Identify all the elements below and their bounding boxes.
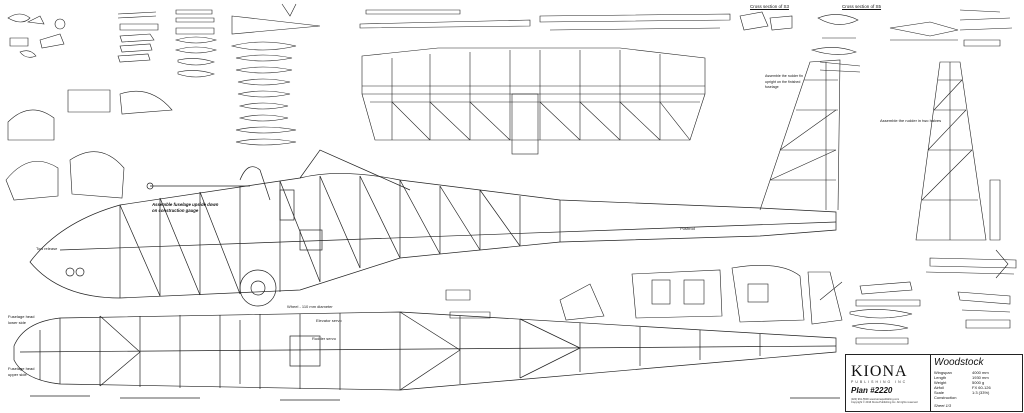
assemble-rudder-upright-note: Assemble the rudder fin upright on the f…	[765, 74, 803, 89]
fuselage-top-view	[13, 311, 840, 401]
assemble-rudder-note: Assemble the rudder in two halves	[880, 118, 942, 123]
rib-set-1	[117, 11, 159, 63]
cross-section-s5-title: Cross section of S5	[842, 4, 882, 9]
tow-release-label: Tow release	[36, 246, 58, 251]
rudder-frame	[915, 61, 987, 241]
spec-value: FX 60-126	[972, 385, 991, 390]
wheel-label: Wheel - 110 mm diameter	[287, 304, 333, 309]
elevator-servo-label: Elevator servo	[316, 318, 342, 323]
publisher-logo: KIONA	[851, 363, 908, 380]
small-parts-top-left	[7, 13, 66, 58]
center-wing-frame	[359, 9, 731, 155]
spec-value: 1:3 (33%)	[972, 390, 990, 395]
fuselage-head-upper-label: Fuselage head upper side	[8, 366, 35, 377]
spec-label: Airfoil	[934, 385, 945, 390]
wing-panel-part	[231, 15, 321, 35]
spec-label: Wingspan	[934, 370, 952, 375]
cross-sections	[739, 9, 1013, 73]
template-2	[5, 161, 59, 201]
publisher-contact: (320) 961-5500 www.kionapublishing.com C…	[851, 398, 918, 404]
title-block: KIONA PUBLISHING INC Plan #2220 (320) 96…	[845, 354, 1023, 412]
spec-row: Construction	[934, 395, 1018, 400]
spec-row: Wingspan 4000 mm	[934, 370, 1018, 375]
spec-value: 5000 g	[972, 380, 985, 385]
spec-block: Woodstock Wingspan 4000 mm Length 1930 mm …	[930, 355, 1022, 411]
publisher-sub: PUBLISHING INC	[851, 380, 908, 384]
assemble-fuselage-note: Assemble fuselage upside down on constru…	[152, 202, 219, 213]
spec-label: Construction	[934, 395, 957, 400]
plan-number: Plan #2220	[851, 386, 893, 395]
fin-frame	[759, 59, 841, 211]
spec-table: Wingspan 4000 mm Length 1930 mm Weight 5000…	[934, 370, 1018, 400]
fuselage-head-lower-label: Fuselage head lower side	[8, 314, 35, 325]
rib-set-2	[174, 9, 218, 78]
spec-label: Weight	[934, 380, 947, 385]
spec-row: Weight 5000 g	[934, 380, 1018, 385]
spec-label: Scale	[934, 390, 945, 395]
sheet-number: Sheet 1/3	[934, 403, 952, 408]
lower-parts	[445, 265, 843, 325]
spec-value: 4000 mm	[972, 370, 989, 375]
fuselage-side-view	[29, 149, 837, 307]
rudder-servo-label: Rudder servo	[312, 336, 337, 341]
copyright-line: Copyright © 2016 Kiona Publishing Inc. A…	[851, 401, 918, 405]
model-name: Woodstock	[934, 357, 984, 368]
spec-row: Airfoil FX 60-126	[934, 385, 1018, 390]
rib-set-3	[230, 41, 297, 146]
pushrod-label: Pushrod	[680, 226, 695, 231]
spec-label: Length	[934, 375, 947, 380]
contact-line: (320) 961-5500 www.kionapublishing.com	[851, 398, 900, 401]
right-small-parts	[849, 179, 1017, 345]
spec-row: Scale 1:3 (33%)	[934, 390, 1018, 395]
cross-section-s3-title: Cross section of S3	[750, 4, 790, 9]
spec-row: Length 1930 mm	[934, 375, 1018, 380]
spec-value: 1930 mm	[972, 375, 989, 380]
template-1	[7, 109, 55, 141]
publisher-block: KIONA PUBLISHING INC Plan #2220 (320) 96…	[846, 355, 931, 411]
